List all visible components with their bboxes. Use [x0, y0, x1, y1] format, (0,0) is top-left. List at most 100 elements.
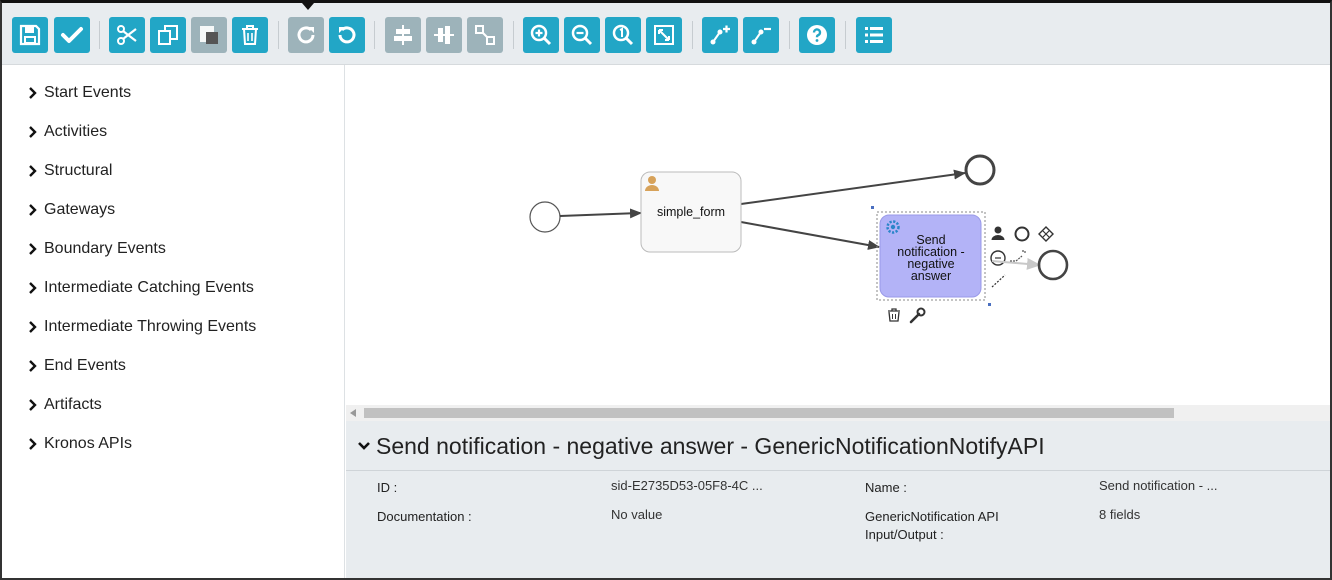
documentation-label: Documentation : [377, 509, 472, 524]
sidebar-item-label: Gateways [44, 201, 116, 218]
chevron-down-icon [358, 442, 370, 450]
io-label-line-2: Input/Output : [865, 527, 944, 542]
scissors-icon [117, 25, 137, 45]
zoom-actual-button[interactable] [605, 17, 641, 53]
sequence-flow-form-to-notification[interactable] [740, 221, 880, 250]
end-event-preview [1037, 249, 1069, 281]
circle-icon[interactable] [1014, 226, 1030, 242]
io-value[interactable]: 8 fields [1099, 507, 1141, 522]
id-label: ID : [377, 480, 398, 495]
sidebar-item-intermediate-catching-events[interactable]: Intermediate Catching Events [26, 277, 254, 299]
end-event[interactable] [964, 154, 996, 186]
zoom-in-icon [530, 24, 552, 46]
redo-button[interactable] [288, 17, 324, 53]
save-icon [19, 24, 41, 46]
undo-button[interactable] [329, 17, 365, 53]
help-button[interactable] [799, 17, 835, 53]
trash-icon [242, 25, 258, 45]
sidebar-item-start-events[interactable]: Start Events [26, 82, 131, 104]
task-label-line-2: notification - [897, 245, 964, 259]
properties-title-text: Send notification - negative answer - Ge… [376, 432, 1045, 459]
same-size-button[interactable] [467, 17, 503, 53]
delete-icon[interactable] [888, 308, 900, 322]
sidebar-item-activities[interactable]: Activities [26, 121, 107, 143]
chevron-right-icon [29, 360, 37, 372]
canvas-horizontal-scrollbar[interactable] [346, 405, 1330, 421]
sidebar-item-artifacts[interactable]: Artifacts [26, 394, 102, 416]
copy-button[interactable] [150, 17, 186, 53]
help-icon [807, 25, 827, 45]
task-simple-form[interactable]: simple_form [640, 171, 742, 253]
name-label: Name : [865, 480, 907, 495]
save-button[interactable] [12, 17, 48, 53]
chevron-right-icon [29, 399, 37, 411]
align-horizontal-button[interactable] [385, 17, 421, 53]
sidebar-item-gateways[interactable]: Gateways [26, 199, 115, 221]
toolbar-pointer-caret [302, 3, 314, 10]
sidebar-item-intermediate-throwing-events[interactable]: Intermediate Throwing Events [26, 316, 256, 338]
diagram-canvas[interactable]: simple_form Send notification - negative… [346, 65, 1330, 405]
start-event[interactable] [529, 201, 561, 233]
remove-bendpoint-icon [751, 27, 771, 45]
association-icon[interactable] [991, 274, 1006, 288]
user-icon [645, 176, 659, 191]
list-button[interactable] [856, 17, 892, 53]
add-bendpoint-button[interactable] [702, 17, 738, 53]
sidebar-item-label: End Events [44, 357, 126, 374]
zoom-fit-button[interactable] [646, 17, 682, 53]
divider [346, 470, 1330, 471]
paste-button[interactable] [191, 17, 227, 53]
sequence-flow-start-to-form[interactable] [559, 208, 642, 219]
connector-icon[interactable] [1010, 250, 1026, 262]
task-label: simple_form [657, 205, 725, 219]
chevron-right-icon [29, 438, 37, 450]
copy-icon [158, 25, 178, 45]
sidebar-item-label: Intermediate Catching Events [44, 279, 254, 296]
zoom-out-button[interactable] [564, 17, 600, 53]
scrollbar-thumb[interactable] [364, 408, 1174, 418]
check-icon [61, 27, 83, 43]
shape-repository-sidebar: Start Events Activities Structural Gatew… [2, 65, 345, 578]
properties-panel: Send notification - negative answer - Ge… [346, 421, 1330, 578]
io-label-line-1: GenericNotification API [865, 509, 999, 524]
sequence-flow-form-to-end[interactable] [740, 169, 966, 205]
toolbar [2, 3, 1330, 65]
id-value[interactable]: sid-E2735D53-05F8-4C ... [611, 478, 763, 493]
sidebar-item-structural[interactable]: Structural [26, 160, 112, 182]
remove-bendpoint-button[interactable] [743, 17, 779, 53]
zoom-in-button[interactable] [523, 17, 559, 53]
sidebar-item-boundary-events[interactable]: Boundary Events [26, 238, 166, 260]
sidebar-item-end-events[interactable]: End Events [26, 355, 126, 377]
sidebar-item-kronos-apis[interactable]: Kronos APIs [26, 433, 132, 455]
documentation-value[interactable]: No value [611, 507, 663, 522]
scroll-left-arrow-icon[interactable] [350, 409, 356, 417]
sidebar-item-label: Activities [44, 123, 108, 140]
gear-icon [886, 220, 900, 234]
task-label-line-3: negative [907, 257, 954, 271]
gateway-icon[interactable] [1038, 226, 1054, 242]
chevron-right-icon [29, 87, 37, 99]
zoom-fit-icon [654, 25, 674, 45]
chevron-right-icon [29, 321, 37, 333]
add-bendpoint-icon [710, 25, 730, 45]
delete-button[interactable] [232, 17, 268, 53]
user-icon[interactable] [991, 226, 1005, 241]
task-send-notification[interactable]: Send notification - negative answer [879, 214, 982, 298]
flow-drag-line [991, 257, 1041, 270]
list-icon [865, 27, 883, 43]
sidebar-item-label: Structural [44, 162, 113, 179]
task-label-line-1: Send [916, 233, 945, 247]
name-value[interactable]: Send notification - ... [1099, 478, 1218, 493]
chevron-right-icon [29, 165, 37, 177]
properties-title[interactable]: Send notification - negative answer - Ge… [356, 431, 1045, 461]
wrench-icon[interactable] [909, 307, 926, 324]
cut-button[interactable] [109, 17, 145, 53]
sidebar-item-label: Boundary Events [44, 240, 166, 257]
align-vertical-button[interactable] [426, 17, 462, 53]
timer-icon[interactable] [990, 250, 1006, 266]
validate-button[interactable] [54, 17, 90, 53]
chevron-right-icon [29, 243, 37, 255]
align-horizontal-icon [394, 25, 412, 45]
paste-icon [200, 26, 218, 44]
